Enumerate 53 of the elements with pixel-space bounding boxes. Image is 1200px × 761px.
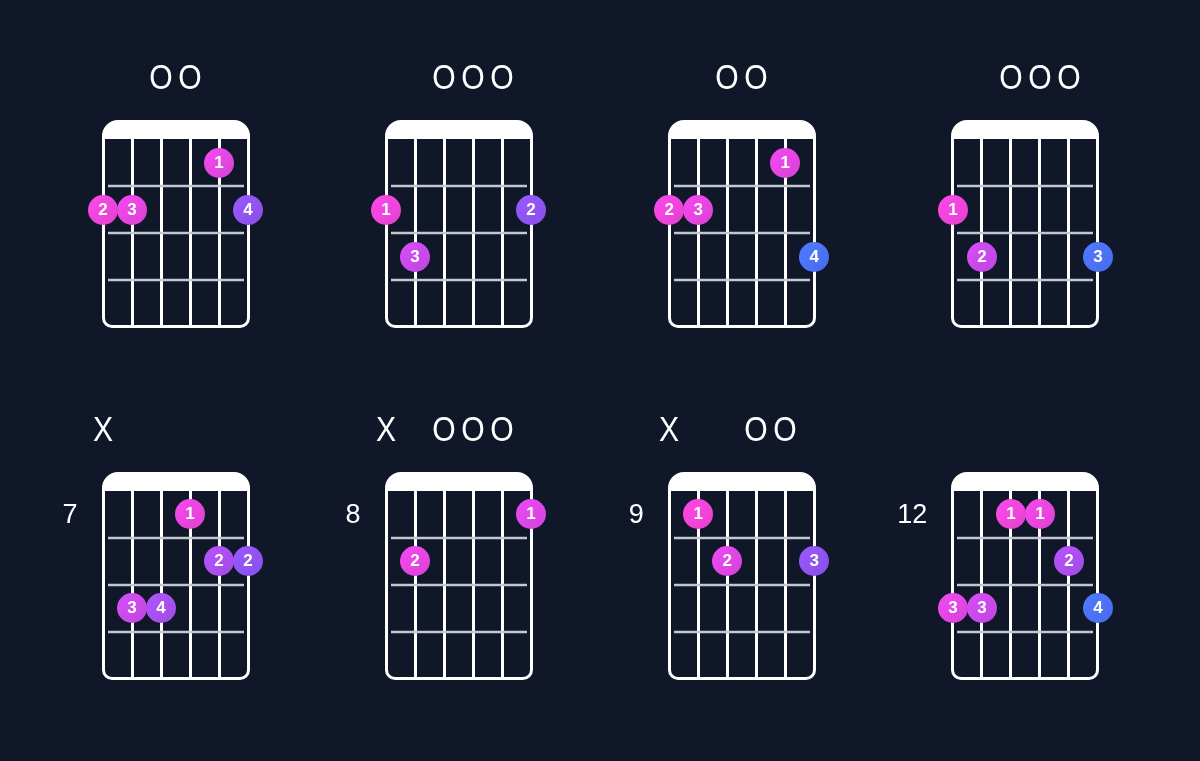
finger-dot: 2 [654,194,685,225]
finger-dot: 4 [799,241,830,272]
finger-dot: 3 [799,546,830,576]
finger-dot: 1 [175,499,205,529]
open-string-mark: O [744,58,768,94]
finger-dot: 2 [712,546,743,576]
finger-dot: 2 [204,546,234,576]
finger-dot: 1 [683,499,714,529]
muted-string-mark: X [92,410,114,445]
finger-dot: 4 [1082,593,1113,623]
finger-dot: 3 [683,194,714,225]
open-string-mark: O [773,410,797,445]
muted-string-mark: X [659,410,680,445]
open-string-mark: O [490,58,514,94]
open-string-mark: O [999,58,1023,94]
finger-dot: 2 [88,194,118,225]
finger-dot: 1 [995,499,1026,529]
finger-dot: 3 [937,593,968,623]
finger-dot: 3 [117,194,147,225]
finger-dot: 1 [371,194,401,225]
finger-dot: 1 [204,147,234,178]
open-string-mark: O [1057,58,1081,94]
open-string-mark: O [1028,58,1052,94]
finger-dot: 1 [937,194,968,225]
finger-dot: 1 [770,147,801,178]
open-string-mark: O [744,410,768,445]
fret-number: 8 [345,500,361,528]
open-string-mark: O [461,58,485,94]
finger-dot: 4 [233,194,263,225]
fret-number: 12 [897,500,928,528]
finger-dot: 3 [400,241,430,272]
finger-dot: 2 [400,546,430,576]
finger-dot: 2 [966,241,997,272]
fret-number: 7 [62,500,78,528]
finger-dot: 2 [233,546,263,576]
chord-fretboard [101,471,250,680]
finger-dot: 3 [117,593,147,623]
finger-dot: 4 [146,593,176,623]
finger-dot: 3 [966,593,997,623]
open-string-mark: O [432,58,456,94]
open-string-mark: O [149,58,173,94]
open-string-mark: O [490,410,514,445]
open-string-mark: O [432,410,456,445]
finger-dot: 3 [1082,241,1113,272]
open-string-mark: O [178,58,202,94]
finger-dot: 2 [1053,546,1084,576]
open-string-mark: O [715,58,739,94]
finger-dot: 2 [516,194,546,225]
finger-dot: 1 [1024,499,1055,529]
fret-number: 9 [628,500,644,528]
finger-dot: 1 [516,499,546,529]
open-string-mark: O [461,410,485,445]
muted-string-mark: X [375,410,397,445]
